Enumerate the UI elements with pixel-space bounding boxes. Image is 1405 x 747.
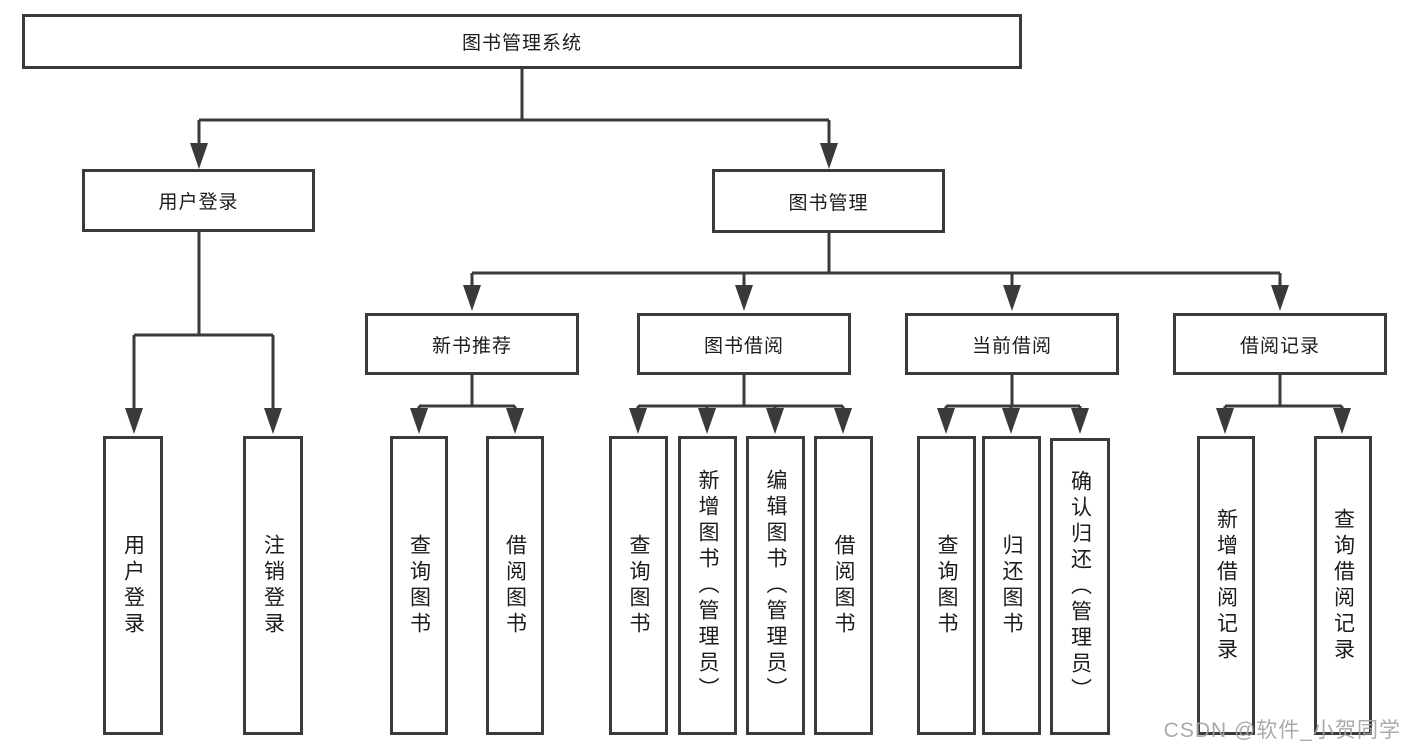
leaf-query-borrow-record: 查询借阅记录 [1314, 436, 1372, 735]
node-library-management-system: 图书管理系统 [22, 14, 1022, 69]
csdn-watermark: CSDN @软件_小贺同学 [1163, 719, 1401, 742]
node-borrowing-records: 借阅记录 [1173, 313, 1387, 375]
leaf-confirm-return-admin: 确认归还（管理员） [1050, 438, 1110, 735]
leaf-borrow-books-recommend: 借阅图书 [486, 436, 544, 735]
connector-elbows [134, 68, 1342, 408]
leaf-logout: 注销登录 [243, 436, 303, 735]
leaf-edit-books-admin: 编辑图书（管理员） [746, 436, 805, 735]
node-user-login: 用户登录 [82, 169, 315, 232]
node-book-management: 图书管理 [712, 169, 945, 233]
leaf-add-borrow-record: 新增借阅记录 [1197, 436, 1255, 735]
leaf-borrow-books: 借阅图书 [814, 436, 873, 735]
leaf-user-login: 用户登录 [103, 436, 163, 735]
node-book-borrowing: 图书借阅 [637, 313, 851, 375]
node-current-borrowing: 当前借阅 [905, 313, 1119, 375]
node-new-book-recommendation: 新书推荐 [365, 313, 579, 375]
leaf-query-books-borrow: 查询图书 [609, 436, 668, 735]
leaf-query-books-current: 查询图书 [917, 436, 976, 735]
leaf-query-books-recommend: 查询图书 [390, 436, 448, 735]
arrowhead-icons [125, 143, 1351, 434]
leaf-add-books-admin: 新增图书（管理员） [678, 436, 737, 735]
leaf-return-books: 归还图书 [982, 436, 1041, 735]
